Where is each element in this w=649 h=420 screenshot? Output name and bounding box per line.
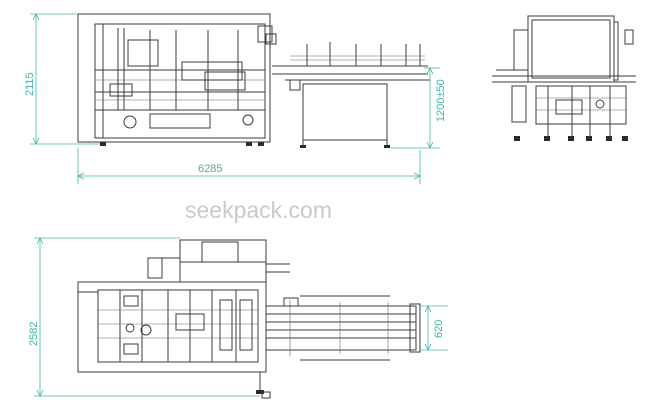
top-width-label: 2582 — [28, 322, 40, 346]
conveyor-height-label: 1200±50 — [435, 79, 447, 122]
front-length-label: 6285 — [198, 163, 222, 175]
top-dimensions — [34, 237, 448, 397]
front-height-label: 2115 — [24, 72, 36, 96]
top-view — [77, 239, 421, 399]
watermark: seekpack.com — [185, 197, 332, 223]
side-view — [492, 15, 636, 141]
conveyor-width-label: 620 — [433, 320, 445, 338]
front-view — [77, 13, 430, 148]
front-dimensions — [30, 13, 440, 184]
